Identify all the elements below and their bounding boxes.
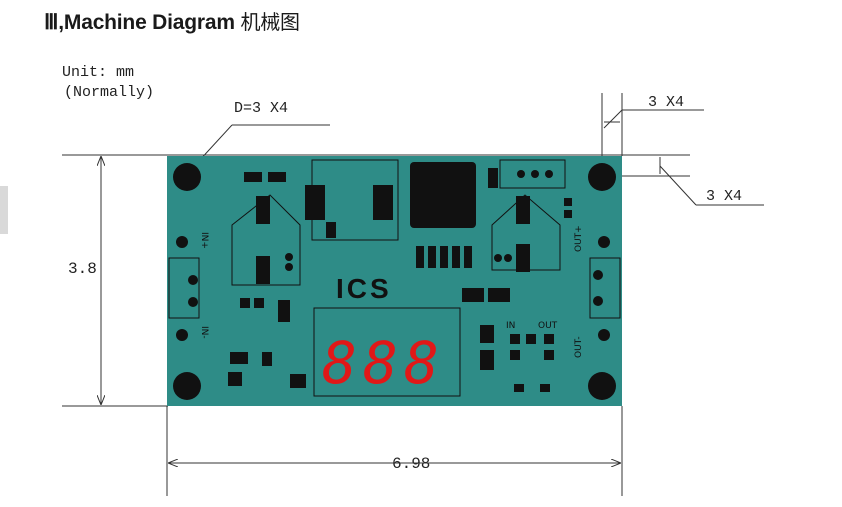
out-minus-label: OUT- [574, 336, 584, 358]
diode-left-top [256, 196, 270, 224]
mounting-holes [173, 163, 616, 400]
pad-right-top [598, 236, 610, 248]
smd-10 [228, 372, 242, 386]
page-title: Ⅲ,Machine Diagram 机械图 [44, 6, 300, 34]
resistor-array-1 [416, 246, 424, 268]
terminal-right-screw-2 [593, 296, 603, 306]
board-logo: ICS [336, 273, 392, 304]
resistor-array-5 [464, 246, 472, 268]
smd-20 [564, 198, 572, 206]
potentiometer [278, 300, 290, 322]
smd-14 [544, 334, 554, 344]
pad-left-top [176, 236, 188, 248]
via-2 [285, 263, 293, 271]
smd-16 [544, 350, 554, 360]
main-chip [410, 162, 476, 228]
in-label: IN [506, 321, 515, 331]
connector-outline [499, 159, 566, 189]
title-chinese: 机械图 [240, 10, 300, 34]
via-4 [504, 254, 512, 262]
title-separator: , [58, 11, 64, 34]
connector-pin-1 [517, 170, 525, 178]
connector-pin-2 [531, 170, 539, 178]
unit-note: (Normally) [64, 84, 155, 101]
resistor-array-4 [452, 246, 460, 268]
diode-left-bottom [256, 256, 270, 284]
hole-y-leader-diag [659, 165, 697, 206]
smd-8 [230, 352, 248, 364]
title-text: Machine Diagram [63, 11, 235, 34]
terminal-right-screw-1 [593, 270, 603, 280]
smd-21 [564, 210, 572, 218]
smd-cap-1 [244, 172, 262, 182]
smd-cap-2 [268, 172, 286, 182]
smd-17 [514, 384, 524, 392]
terminal-left-screw-1 [188, 275, 198, 285]
mounting-hole-bottom-right [588, 372, 616, 400]
smd-15 [510, 350, 520, 360]
smd-18 [540, 384, 550, 392]
smd-13 [526, 334, 536, 344]
mounting-hole-top-left [173, 163, 201, 191]
smd-19 [326, 222, 336, 238]
connector-pin-3 [545, 170, 553, 178]
unit-label: Unit: mm [62, 64, 135, 81]
title-numeral: Ⅲ [44, 11, 59, 34]
diode-right-top [516, 196, 530, 224]
dimension-lines [62, 93, 764, 496]
resistor-array-2 [428, 246, 436, 268]
hole-offset-y-label: 3 X4 [706, 188, 743, 205]
smd-12 [510, 334, 520, 344]
mounting-hole-bottom-left [173, 372, 201, 400]
smd-9 [262, 352, 272, 366]
hole-x-leader-diag [603, 109, 623, 129]
pad-left-bottom [176, 329, 188, 341]
height-label: 3.8 [68, 260, 97, 278]
terminal-left-screw-2 [188, 297, 198, 307]
via-1 [285, 253, 293, 261]
in-plus-label: IN+ [199, 232, 209, 249]
diameter-leader-diag [197, 124, 233, 163]
display-digit-1: 8 [322, 329, 357, 397]
via-3 [494, 254, 502, 262]
smd-part-5 [488, 288, 510, 302]
smd-part-4 [462, 288, 484, 302]
side-tab [0, 186, 8, 234]
out-label: OUT [538, 321, 558, 331]
diode-right-bottom [516, 244, 530, 272]
button-2 [480, 350, 494, 370]
smd-cap-3 [488, 168, 498, 188]
terminal-right [589, 257, 621, 319]
pad-right-bottom [598, 329, 610, 341]
smd-11 [290, 374, 306, 388]
pcb-board [167, 156, 622, 406]
in-minus-label: IN- [199, 326, 209, 339]
hole-diameter-label: D=3 X4 [234, 100, 289, 117]
mosfet-1 [305, 185, 325, 220]
terminal-left [168, 257, 200, 319]
display-digit-2: 8 [363, 329, 398, 397]
smd-6 [240, 298, 250, 308]
display-digit-3: 8 [404, 329, 439, 397]
button-1 [480, 325, 494, 343]
resistor-array-3 [440, 246, 448, 268]
display-window [313, 307, 461, 397]
smd-7 [254, 298, 264, 308]
out-plus-label: OUT+ [574, 225, 584, 252]
mosfet-2 [373, 185, 393, 220]
hole-offset-x-label: 3 X4 [648, 94, 685, 111]
mounting-hole-top-right [588, 163, 616, 191]
